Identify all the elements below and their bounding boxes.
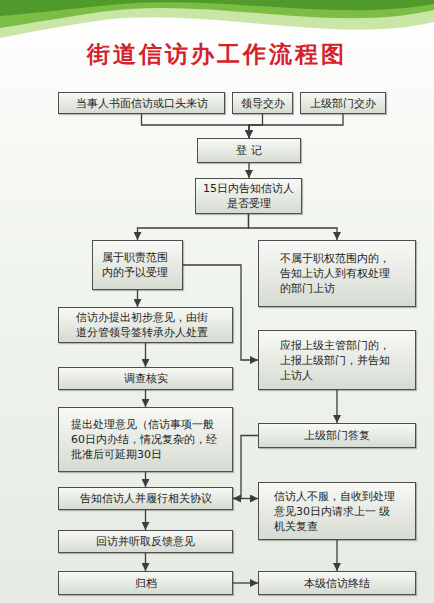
box-text: 领导交办 (235, 96, 290, 111)
box-text: 本级信访终结 (263, 576, 411, 591)
flow-arrow (233, 436, 258, 499)
box-text: 应报上级主管部门的， 上报上级部门，并告知 上访人 (280, 338, 394, 383)
flow-arrow (145, 510, 146, 530)
process-box: 应报上级主管部门的， 上报上级部门，并告知 上访人 (258, 330, 416, 390)
flow-arrow (233, 582, 258, 583)
process-box: 归档 (58, 571, 233, 595)
wave-light (0, 0, 434, 38)
process-box: 提出处理意见（信访事项一般 60日内办结，情况复杂的，经 批准后可延期30日 (58, 407, 233, 472)
box-text: 信访人不服，自收到处理 意见30日内请求上一 级机关复查 (274, 489, 400, 534)
box-text: 15日内告知信访人 是否受理 (201, 181, 296, 211)
wave-deep (0, 0, 434, 16)
flow-arrow (138, 214, 249, 240)
process-box: 领导交办 (232, 92, 293, 114)
box-text: 上级部门答复 (263, 428, 411, 443)
box-text: 属于职责范围 内的予以受理 (102, 250, 173, 280)
flow-arrow (249, 114, 263, 138)
process-box: 本级信访终结 (258, 571, 416, 595)
flow-arrow (145, 553, 146, 571)
box-text: 回访并听取反馈意见 (63, 534, 228, 549)
box-text: 提出处理意见（信访事项一般 60日内办结，情况复杂的，经 批准后可延期30日 (71, 417, 220, 462)
box-text: 上级部门交办 (303, 96, 383, 111)
process-box: 15日内告知信访人 是否受理 (195, 178, 302, 214)
process-box: 告知信访人并履行相关协议 (58, 487, 233, 510)
box-text: 归档 (63, 576, 228, 591)
flow-arrow (249, 114, 343, 138)
flow-arrow (336, 540, 337, 571)
flow-arrow (233, 498, 258, 499)
process-box: 上级部门交办 (300, 92, 386, 114)
process-box: 登 记 (197, 138, 301, 163)
flow-arrow (145, 343, 146, 367)
process-box: 调查核实 (58, 367, 233, 390)
process-box: 当事人书面信访或口头来访 (58, 92, 225, 114)
process-box: 信访人不服，自收到处理 意见30日内请求上一 级机关复查 (258, 482, 416, 540)
process-box: 不属于职权范围内的， 告知上访人到有权处理 的部门上访 (258, 240, 416, 307)
box-text: 调查核实 (63, 371, 228, 386)
box-text: 登 记 (202, 143, 296, 158)
chart-title: 街道信访办工作流程图 (0, 40, 434, 68)
flow-arrow (137, 290, 138, 307)
flow-arrow (248, 163, 249, 178)
process-box: 回访并听取反馈意见 (58, 530, 233, 553)
flow-arrow (142, 114, 250, 138)
flow-arrow (145, 472, 146, 487)
process-box: 属于职责范围 内的予以受理 (92, 240, 183, 290)
flow-arrow (249, 214, 338, 240)
flow-arrow (183, 265, 258, 360)
box-text: 信访办提出初步意见，由街 道分管领导签转承办人处置 (76, 310, 215, 340)
box-text: 告知信访人并履行相关协议 (63, 491, 228, 506)
box-text: 当事人书面信访或口头来访 (63, 96, 220, 111)
process-box: 上级部门答复 (258, 423, 416, 448)
flow-arrow (336, 390, 337, 423)
box-text: 不属于职权范围内的， 告知上访人到有权处理 的部门上访 (280, 251, 394, 296)
wave-dark (0, 0, 434, 28)
flow-arrow (145, 390, 146, 407)
process-box: 信访办提出初步意见，由街 道分管领导签转承办人处置 (58, 307, 233, 343)
